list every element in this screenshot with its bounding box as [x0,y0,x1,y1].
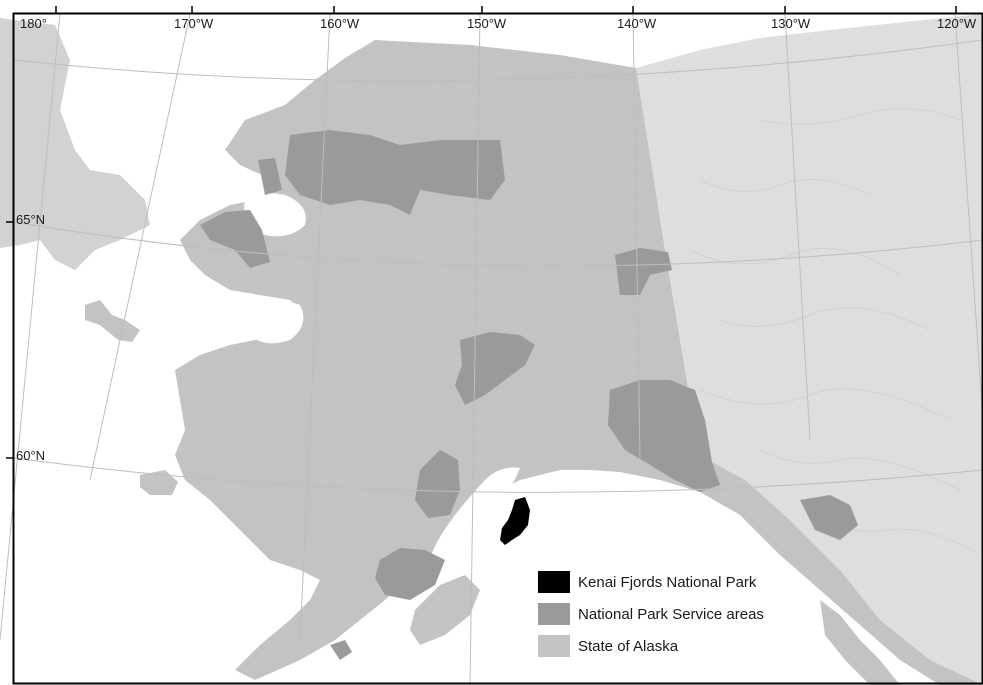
russia-landmass [0,18,150,270]
legend-label-state-of-alaska: State of Alaska [578,637,679,655]
legend-swatch-state-of-alaska [538,635,570,657]
longitude-label-180: 180° [20,16,47,31]
graticule [0,13,983,685]
legend-label-kenai-fjords: Kenai Fjords National Park [578,573,757,591]
longitude-label-130w: 130°W [771,16,811,31]
norton-sound [245,298,304,344]
longitude-label-170w: 170°W [174,16,214,31]
st-lawrence-island [85,300,140,342]
nps-aniakchak [330,640,352,660]
longitude-label-140w: 140°W [617,16,657,31]
nps-katmai [375,548,445,600]
latitude-label-65n: 65°N [16,212,46,227]
legend-item-kenai-fjords: Kenai Fjords National Park [538,569,838,595]
nps-gates-of-the-arctic [285,130,505,215]
nps-areas [200,130,858,660]
kotzebue-sound [244,193,306,237]
map-legend: Kenai Fjords National Park National Park… [538,569,838,665]
canada-terrain [636,14,983,685]
nps-glacier-bay [800,495,858,540]
nps-bering-land-bridge [200,210,270,268]
longitude-label-120w: 120°W [937,16,977,31]
kenai-fjords-national-park [500,497,530,545]
frame-ticks [6,6,957,459]
cook-inlet [430,467,520,562]
nunivak-island [140,470,178,495]
legend-item-nps-areas: National Park Service areas [538,601,838,627]
kodiak-island [410,575,480,645]
latitude-label-60n: 60°N [16,448,46,463]
nps-wrangell-st-elias [608,380,720,492]
legend-item-state-of-alaska: State of Alaska [538,633,838,659]
longitude-label-160w: 160°W [320,16,360,31]
nps-lake-clark [415,450,460,518]
longitude-label-150w: 150°W [467,16,507,31]
nps-yukon-charley [615,248,672,295]
legend-label-nps-areas: National Park Service areas [578,605,764,623]
nps-cape-krusenstern [258,158,282,195]
legend-swatch-nps-areas [538,603,570,625]
southeast-islands [820,600,900,685]
terrain-texture [689,108,981,556]
legend-swatch-kenai-fjords [538,571,570,593]
